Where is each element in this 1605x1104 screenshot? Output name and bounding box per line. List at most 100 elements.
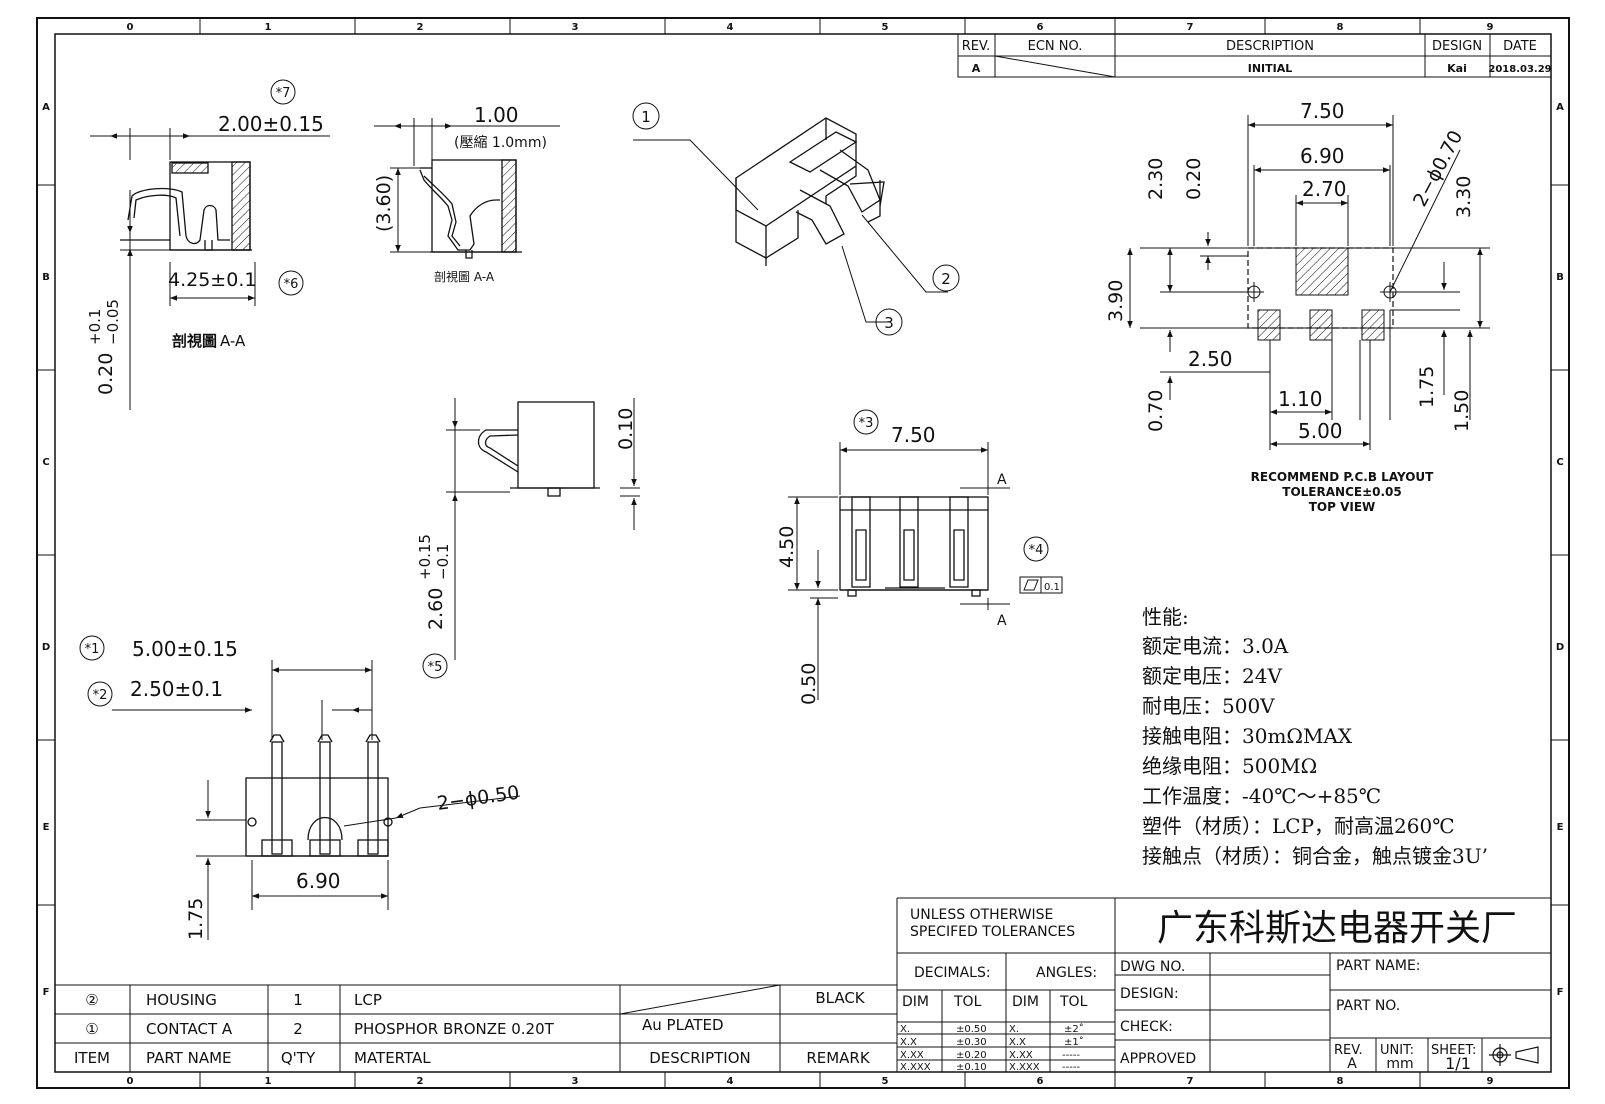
bom-material: PHOSPHOR BRONZE 0.20T <box>354 1020 555 1038</box>
part-no-label: PART NO. <box>1336 998 1400 1014</box>
sheet-value: 1/1 <box>1445 1054 1471 1073</box>
pcb-dim-0-20: 0.20 <box>1183 158 1205 200</box>
dim-3-60: (3.60) <box>373 175 395 232</box>
col-label: 9 <box>1487 1076 1494 1087</box>
dim-hole: 2−ϕ0.50 <box>436 782 521 815</box>
col-label: 1 <box>265 1076 272 1087</box>
callout-4: *4 <box>1029 543 1044 558</box>
col-label: 4 <box>727 1076 734 1087</box>
ecn-header: ECN NO. <box>1028 39 1083 54</box>
date-value: 2018.03.29 <box>1488 64 1551 75</box>
design-header: DESIGN <box>1432 39 1482 54</box>
ang-tol: ±1˚ <box>1064 1036 1084 1048</box>
front-view: *3 7.50 A 4.50 *4 0.1 A 0.50 <box>776 409 1063 705</box>
datum-a-bottom: A <box>997 613 1007 629</box>
bom-header-qty: Q'TY <box>281 1049 316 1067</box>
rev-value: A <box>972 62 981 75</box>
svg-text:0.20: 0.20 <box>95 353 117 395</box>
date-header: DATE <box>1503 39 1537 54</box>
spec-line: 塑件（材质）：LCP，耐高温260℃ <box>1142 814 1455 838</box>
row-label: A <box>42 102 50 113</box>
dim-2-00: 2.00±0.15 <box>218 112 324 136</box>
row-label: E <box>1557 822 1564 833</box>
bom-header-name: PART NAME <box>146 1049 232 1067</box>
flatness-icon <box>1023 579 1039 591</box>
svg-text:−0.05: −0.05 <box>104 299 122 345</box>
zone-ticks <box>37 18 1569 1088</box>
callout-3: *3 <box>859 416 874 431</box>
dim-5-00: 5.00±0.15 <box>132 637 238 661</box>
isometric-view: 1 2 3 <box>632 102 960 336</box>
dec-dim: X. <box>900 1024 910 1035</box>
specifications: 性能: 额定电流：3.0A 额定电压：24V 耐电压：500V 接触电阻：30m… <box>1142 605 1488 868</box>
balloon-1: 1 <box>641 108 651 126</box>
pcb-layout-view: 7.50 6.90 2.70 2.30 0.20 3.30 2−ϕ0.70 3.… <box>1105 99 1490 514</box>
datum-a-top: A <box>997 472 1007 488</box>
section-view-2: 1.00 (壓縮 1.0mm) (3.60) 剖視圖 A-A <box>373 103 560 284</box>
row-label: B <box>42 272 50 283</box>
pcb-dim-3-90: 3.90 <box>1105 280 1127 322</box>
row-label: B <box>1556 272 1564 283</box>
col-label: 6 <box>1037 22 1044 33</box>
dec-dim: X.X <box>900 1037 917 1048</box>
dec-dim: X.XX <box>900 1050 924 1061</box>
callout-6: *6 <box>284 277 299 292</box>
bom-item: ① <box>85 1020 98 1038</box>
bom-name: CONTACT A <box>146 1020 233 1038</box>
row-label: F <box>43 987 50 998</box>
ang-tol: ±2˚ <box>1064 1023 1084 1035</box>
callout-2: *2 <box>93 688 108 703</box>
desc-value: INITIAL <box>1248 62 1293 75</box>
row-label: C <box>42 457 49 468</box>
dim-header: DIM <box>1012 994 1039 1010</box>
dim-0-50: 0.50 <box>798 663 820 705</box>
row-label: D <box>1556 642 1564 653</box>
dim-4-25: 4.25±0.1 <box>168 269 256 291</box>
balloon-2: 2 <box>941 270 951 288</box>
dec-tol: ±0.30 <box>956 1037 987 1048</box>
col-label: 5 <box>882 1076 889 1087</box>
bom-header-material: MATERTAL <box>354 1049 431 1067</box>
col-label: 8 <box>1337 1076 1344 1087</box>
approved-label: APPROVED <box>1120 1051 1196 1067</box>
col-label: 4 <box>727 22 734 33</box>
ang-dim: X.X <box>1009 1037 1026 1048</box>
zone-labels: 0 1 2 3 4 5 6 7 8 9 0 1 2 3 4 5 6 7 8 9 … <box>42 22 1564 1087</box>
outer-border <box>36 17 1570 1089</box>
dim-2-50: 2.50±0.1 <box>130 677 223 701</box>
section2-caption: 剖視圖 A-A <box>434 269 495 284</box>
col-label: 0 <box>127 22 134 33</box>
pcb-dim-2-50: 2.50 <box>1188 347 1233 371</box>
dec-dim: X.XXX <box>900 1062 931 1073</box>
bom-qty: 2 <box>293 1020 303 1038</box>
bom-name: HOUSING <box>146 991 217 1009</box>
revision-table: REV. ECN NO. DESCRIPTION DESIGN DATE A I… <box>957 33 1552 78</box>
pcb-dim-3-30: 3.30 <box>1453 176 1475 218</box>
col-label: 6 <box>1037 1076 1044 1087</box>
spec-line: 接触电阻：30mΩMAX <box>1142 724 1353 748</box>
title-block: UNLESS OTHERWISE SPECIFED TOLERANCES DEC… <box>896 897 1551 1073</box>
pcb-dim-0-70: 0.70 <box>1145 390 1167 432</box>
pcb-dim-2-30: 2.30 <box>1145 158 1167 200</box>
pcb-caption-2: TOLERANCE±0.05 <box>1282 485 1401 499</box>
spec-line: 耐电压：500V <box>1142 694 1275 718</box>
row-label: D <box>42 642 50 653</box>
bom-header-remark: REMARK <box>806 1049 871 1067</box>
tol-title-2: SPECIFED TOLERANCES <box>910 924 1075 940</box>
pcb-dim-1-50: 1.50 <box>1451 390 1473 432</box>
compress-note: (壓縮 1.0mm) <box>454 135 547 151</box>
pcb-dim-1-10: 1.10 <box>1278 387 1323 411</box>
bom-material: LCP <box>354 991 382 1009</box>
svg-text:2.60: 2.60 <box>425 588 447 630</box>
rev-label: REV. <box>1334 1043 1363 1058</box>
spec-line: 绝缘电阻：500MΩ <box>1142 754 1317 778</box>
dim-1-00: 1.00 <box>474 103 519 127</box>
callout-1: *1 <box>85 642 100 657</box>
spec-title: 性能: <box>1142 605 1189 629</box>
col-label: 9 <box>1487 22 1494 33</box>
bom-desc: Au PLATED <box>642 1016 724 1034</box>
projection-symbol-icon <box>1489 1044 1539 1066</box>
svg-text:+0.1: +0.1 <box>86 309 104 345</box>
spec-line: 工作温度：-40℃～+85℃ <box>1142 784 1381 808</box>
unit-value: mm <box>1386 1056 1413 1072</box>
